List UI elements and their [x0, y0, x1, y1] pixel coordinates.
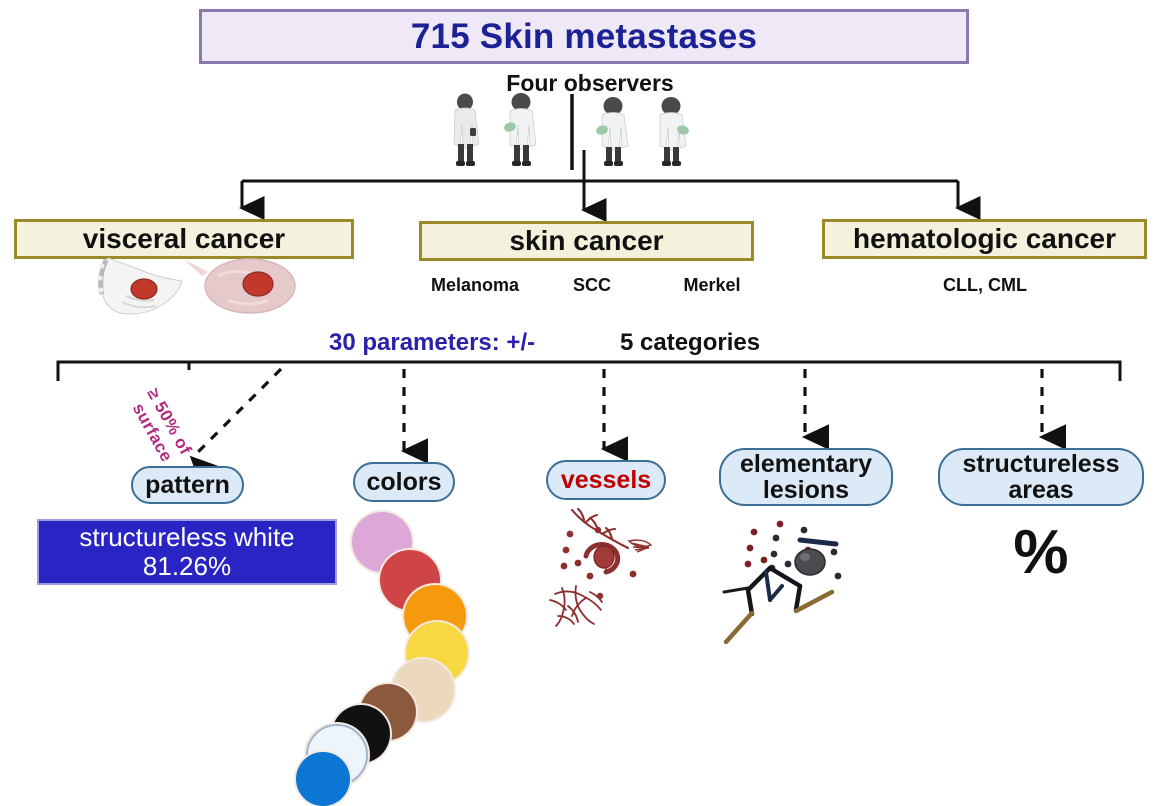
title-box: 715 Skin metastases: [199, 9, 969, 64]
category-label-elementary-lesions: elementary lesions: [740, 451, 872, 504]
result-structureless-white-box: structureless white 81.26%: [37, 519, 337, 585]
visceral-cancer-box: visceral cancer: [14, 219, 354, 259]
doctor-figure-icon: [596, 97, 629, 166]
subtype-merkel: Merkel: [683, 275, 741, 295]
doctor-figure-icon: [659, 97, 689, 166]
category-pill-colors[interactable]: colors: [353, 462, 455, 502]
color-swatch-blue: [296, 752, 350, 806]
category-label-colors: colors: [366, 467, 442, 496]
category-pill-pattern[interactable]: pattern: [131, 466, 244, 504]
breast-and-organ-tumor-icon: [97, 257, 296, 315]
result-value: 81.26%: [142, 551, 232, 581]
visceral-cancer-label: visceral cancer: [82, 223, 286, 254]
category-label-pattern: pattern: [145, 470, 230, 499]
hematologic-cancer-box: hematologic cancer: [822, 219, 1147, 259]
lesions-line1: elementary: [739, 449, 873, 478]
structureless-line1: structureless: [962, 449, 1120, 478]
color-swatch-cascade: [296, 512, 508, 806]
structureless-percent-glyph: %: [1013, 518, 1069, 587]
category-pill-vessels[interactable]: vessels: [546, 460, 666, 500]
diagram-canvas: 715 Skin metastases Four observers: [14, 9, 1147, 806]
observer-to-cancer-connectors: [239, 150, 981, 222]
observers-label: Four observers: [506, 70, 674, 96]
vessel-patterns-icon: [549, 507, 653, 627]
doctor-figure-icon: [504, 93, 537, 166]
category-pill-elementary-lesions[interactable]: elementary lesions: [719, 448, 893, 506]
category-bracket-connectors: [56, 360, 1122, 485]
four-observers-figures: [453, 93, 689, 170]
category-label-vessels: vessels: [560, 465, 652, 494]
elementary-lesions-icon: [722, 520, 842, 645]
doctor-figure-icon: [453, 93, 480, 166]
skin-cancer-label: skin cancer: [509, 225, 664, 256]
structureless-line2: areas: [1008, 476, 1074, 504]
category-label-structureless-areas: structureless areas: [962, 451, 1119, 504]
skin-cancer-box: skin cancer: [419, 221, 754, 261]
hematologic-cancer-label: hematologic cancer: [853, 223, 1116, 254]
subtype-scc: SCC: [572, 275, 611, 295]
category-pill-structureless-areas[interactable]: structureless areas: [938, 448, 1144, 506]
page-title: 715 Skin metastases: [410, 16, 758, 56]
subtype-cll-cml: CLL, CML: [943, 275, 1027, 295]
categories-count-label: 5 categories: [620, 329, 761, 356]
subtype-melanoma: Melanoma: [430, 275, 520, 295]
parameters-count-label: 30 parameters: +/-: [329, 329, 536, 356]
lesions-line2: lesions: [762, 476, 850, 504]
result-label: structureless white: [79, 521, 295, 552]
